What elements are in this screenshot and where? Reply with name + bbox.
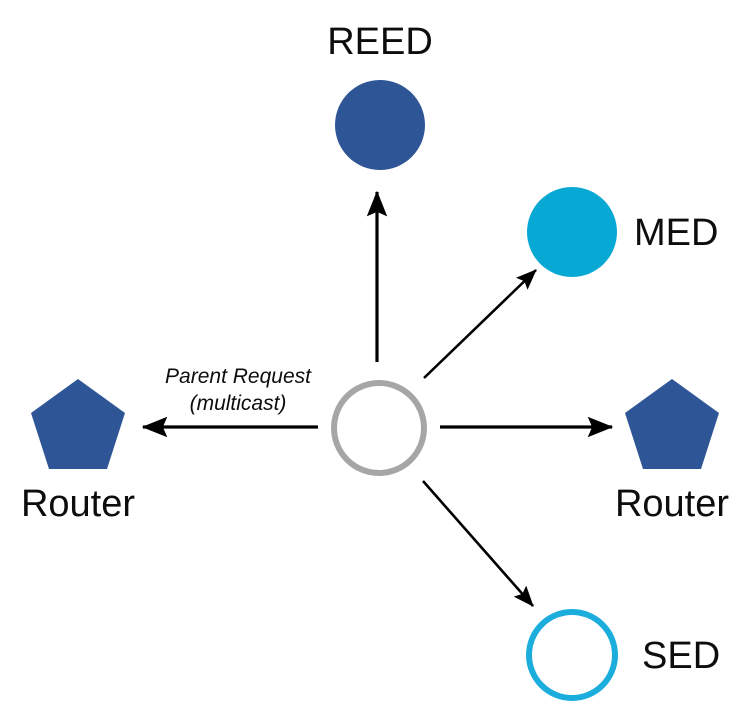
- node-label-layer: REED MED Router SED Router: [21, 21, 729, 677]
- node-sed[interactable]: [526, 609, 618, 701]
- node-router-right[interactable]: [625, 379, 719, 469]
- label-sed: SED: [642, 635, 720, 677]
- edge-layer: [141, 190, 614, 607]
- label-router-left: Router: [21, 483, 135, 525]
- edge-label-line: Parent Request: [165, 365, 312, 388]
- node-center-device[interactable]: [331, 380, 427, 476]
- label-router-right: Router: [615, 483, 729, 525]
- node-reed[interactable]: [335, 80, 425, 170]
- node-med[interactable]: [527, 187, 617, 277]
- label-reed: REED: [327, 21, 433, 63]
- edge-center-to-med: [423, 269, 537, 379]
- node-layer: [31, 80, 719, 701]
- edge-label-layer: Parent Request (multicast): [165, 365, 312, 415]
- node-router-left[interactable]: [31, 379, 125, 469]
- edge-center-to-sed: [422, 480, 534, 607]
- label-med: MED: [634, 212, 718, 254]
- edge-label-parent-request: Parent Request (multicast): [165, 365, 312, 415]
- edge-label-line: (multicast): [190, 392, 287, 415]
